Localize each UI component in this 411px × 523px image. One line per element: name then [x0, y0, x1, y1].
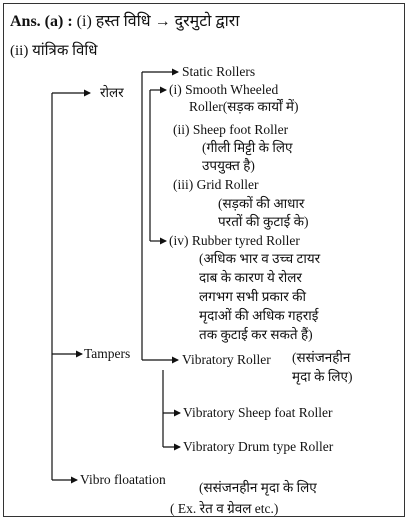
- rubber-tyred-roller-note-1: (अधिक भार व उच्च टायर: [199, 251, 321, 266]
- rubber-tyred-roller-title: (iv) Rubber tyred Roller: [169, 233, 300, 248]
- vibro-flotation-node: Vibro floatation: [80, 472, 166, 487]
- rubber-tyred-roller-note-4: मृदाओं की अधिक गहराई: [199, 308, 319, 323]
- diagram-frame: [3, 3, 405, 517]
- answer-heading: Ans. (a) : (i) हस्त विधि → दुरमुटो द्वार…: [10, 12, 240, 32]
- grid-roller-note-2: परतों की कुटाई के): [218, 214, 309, 229]
- sheep-foot-roller-title: (ii) Sheep foot Roller: [173, 122, 289, 137]
- grid-roller-title: (iii) Grid Roller: [173, 177, 259, 192]
- vibratory-sheep-roller-node: Vibratory Sheep foat Roller: [183, 405, 333, 420]
- manual-method: (i) हस्त विधि → दुरमुटो द्वारा: [76, 13, 240, 30]
- sheep-foot-roller-note-2: उपयुक्त है): [202, 158, 255, 173]
- vibratory-roller-note-2: मृदा के लिए): [292, 369, 353, 384]
- rubber-tyred-roller-note-2: दाब के कारण ये रोलर: [199, 270, 302, 285]
- sheep-foot-roller-note-1: (गीली मिट्टी के लिए: [202, 140, 293, 155]
- vibro-flotation-note-2: ( Ex. रेत व ग्रेवल etc.): [170, 501, 279, 516]
- static-rollers-node: Static Rollers: [182, 64, 256, 79]
- vibratory-roller-node: Vibratory Roller: [182, 352, 271, 367]
- rubber-tyred-roller-note-3: लगभग सभी प्रकार की: [199, 289, 307, 304]
- smooth-roller-title: (i) Smooth Wheeled: [169, 82, 279, 97]
- mechanical-method: (ii) यांत्रिक विधि: [10, 43, 98, 59]
- vibratory-roller-note-1: (ससंजनहीन: [292, 350, 351, 365]
- roller-node: रोलर: [100, 85, 124, 100]
- smooth-roller-note: Roller(सड़क कार्यों में): [189, 99, 299, 114]
- grid-roller-note-1: (सड़कों की आधार: [218, 196, 305, 211]
- tampers-node: Tampers: [84, 346, 131, 361]
- vibratory-drum-roller-node: Vibratory Drum type Roller: [183, 439, 334, 454]
- rubber-tyred-roller-note-5: तक कुटाई कर सकते हैं): [199, 327, 313, 342]
- vibro-flotation-note-1: (ससंजनहीन मृदा के लिए: [199, 480, 317, 495]
- answer-label: Ans. (a) :: [10, 13, 73, 30]
